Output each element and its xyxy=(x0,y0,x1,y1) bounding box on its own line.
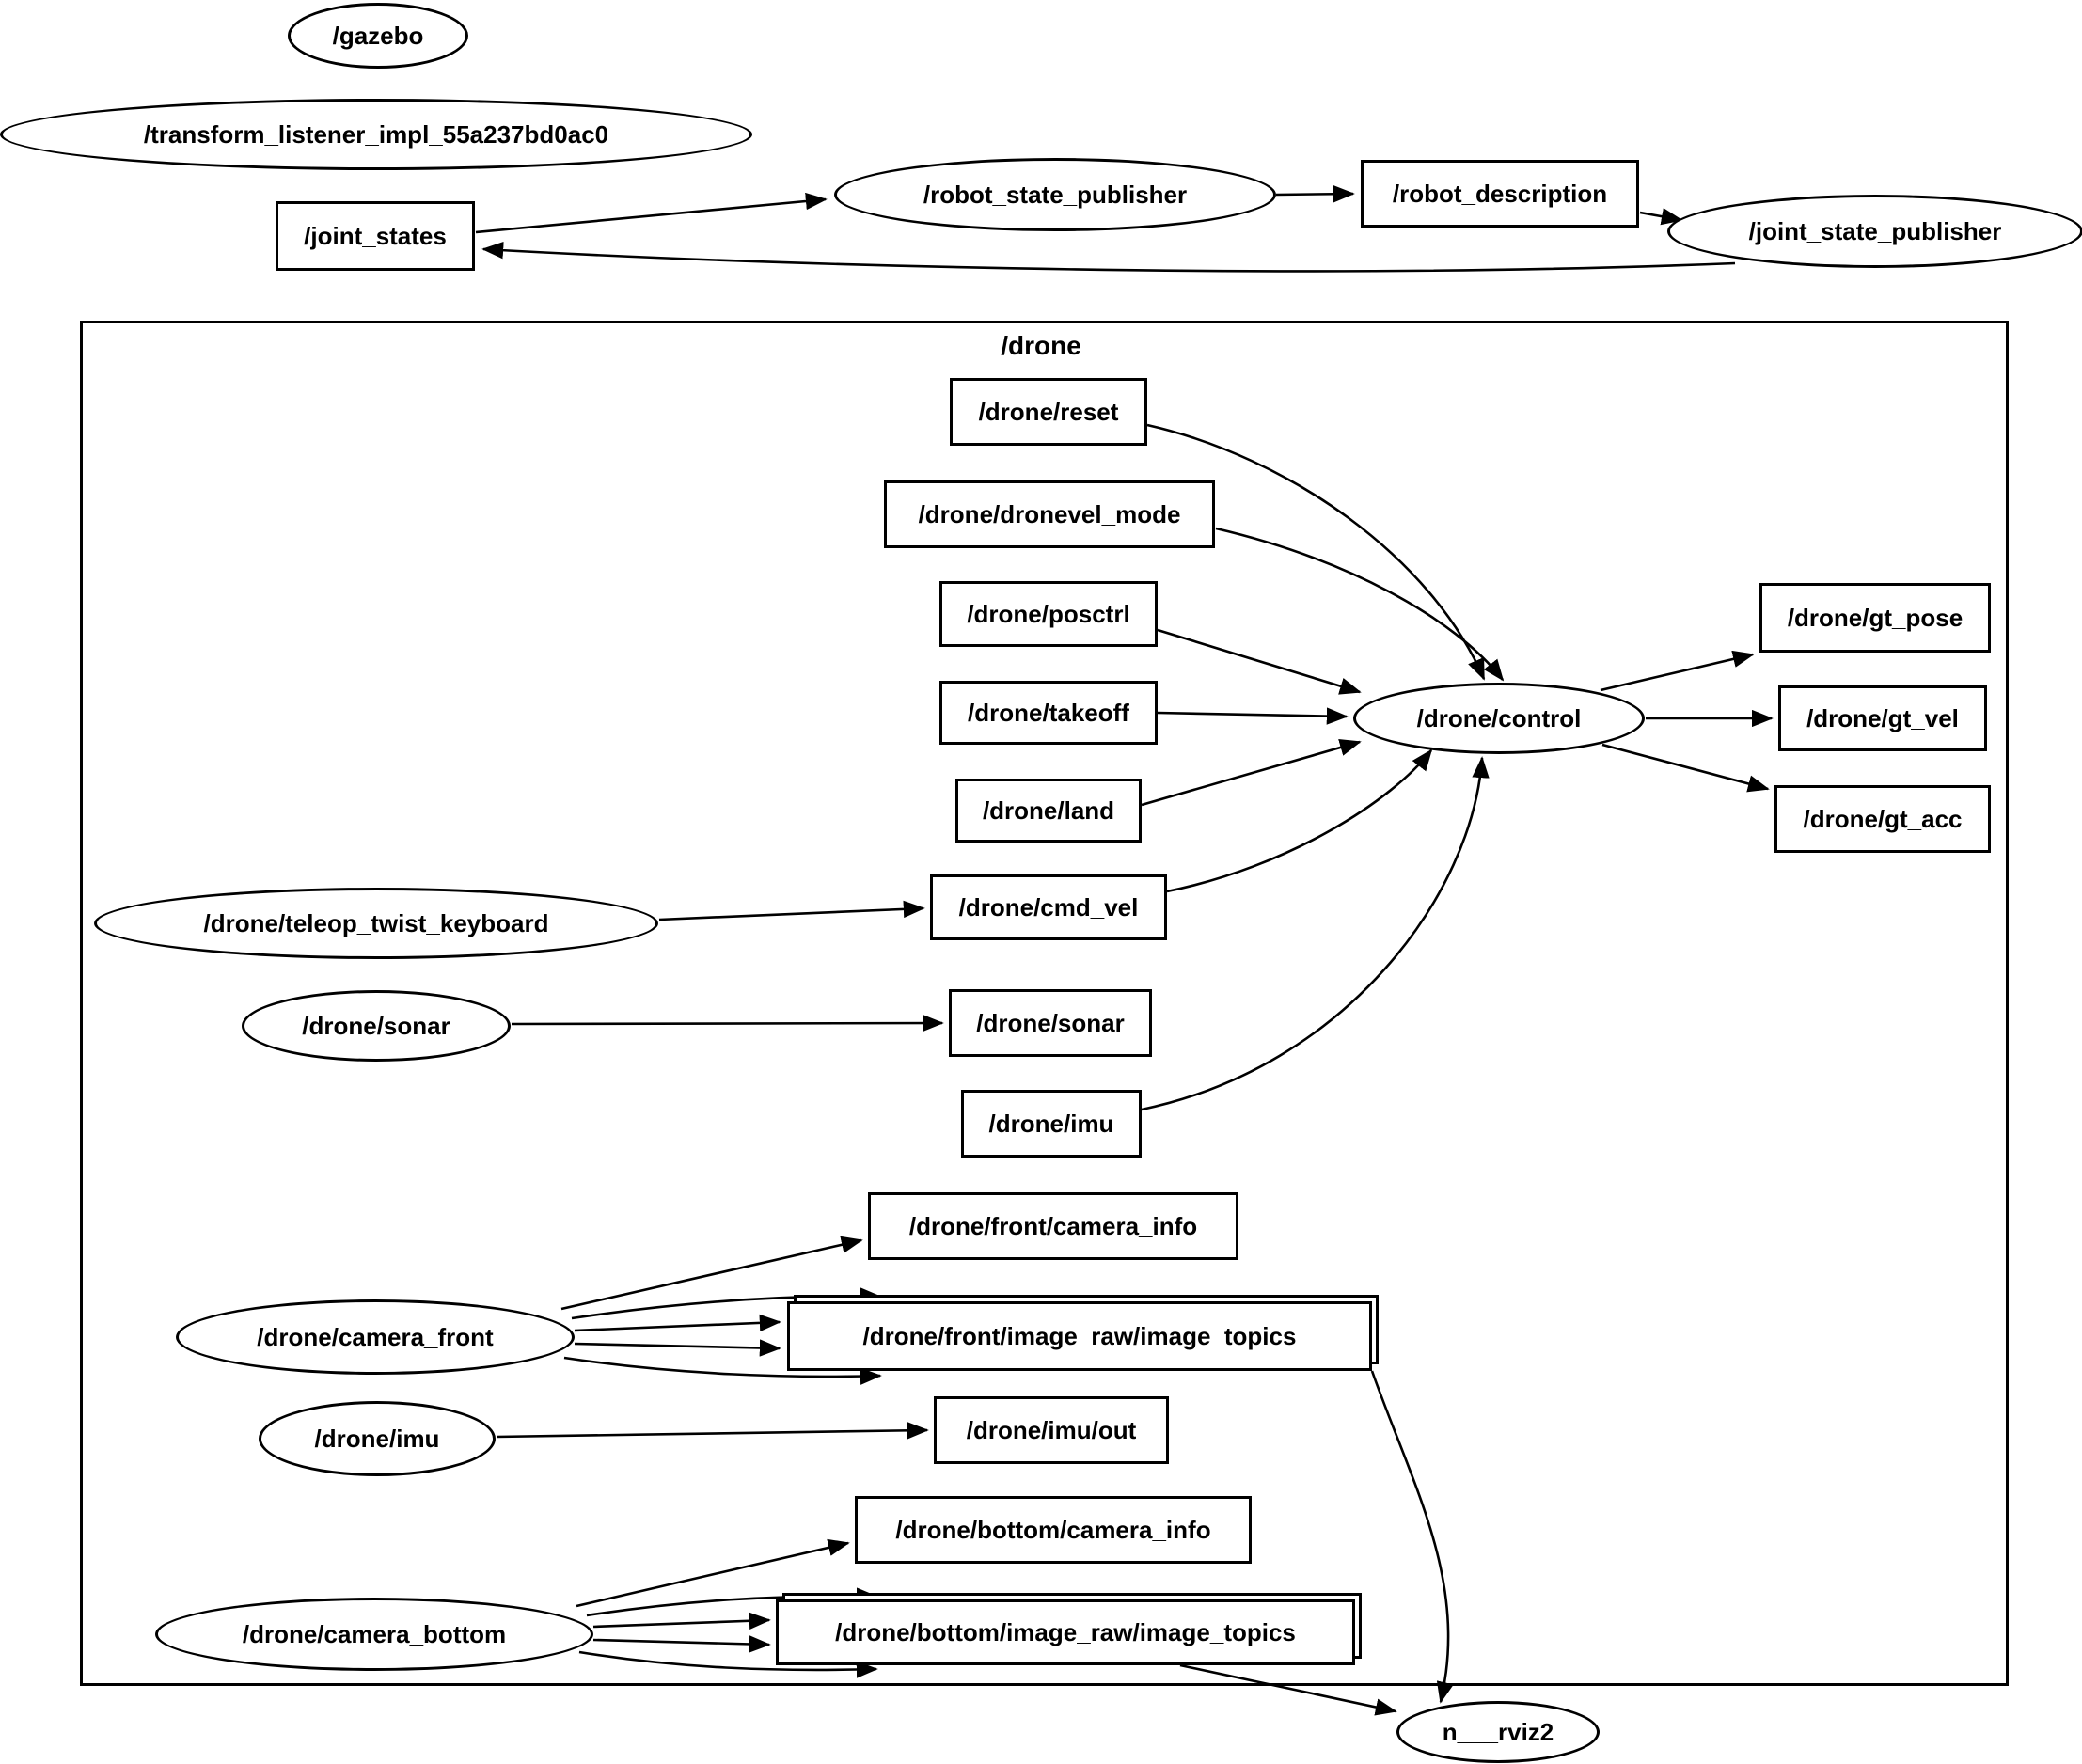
edge-takeoff-to-control xyxy=(1157,707,1349,725)
edge-bottom-image-topics-to-rviz2 xyxy=(1179,1663,1397,1716)
node-drone-imu-topic: /drone/imu xyxy=(961,1090,1142,1158)
node-drone-land-label: /drone/land xyxy=(982,795,1115,825)
node-drone-gt-vel: /drone/gt_vel xyxy=(1778,685,1987,751)
drone-namespace-cluster-box xyxy=(80,321,2009,1686)
node-drone-sonar-node: /drone/sonar xyxy=(242,990,511,1062)
edge-camera-bottom-to-bottom-camera-info xyxy=(576,1538,850,1608)
node-drone-gt-pose: /drone/gt_pose xyxy=(1759,583,1991,653)
edge-control-to-gt-acc xyxy=(1601,743,1770,793)
node-gazebo: /gazebo xyxy=(288,3,468,69)
node-joint-state-publisher: /joint_state_publisher xyxy=(1667,195,2082,268)
edge-camera-front-to-front-image-topics-left1 xyxy=(574,1314,781,1332)
edge-cmd-vel-to-control xyxy=(1166,748,1433,893)
node-rviz2: n___rviz2 xyxy=(1396,1701,1600,1763)
node-robot-state-publisher-label: /robot_state_publisher xyxy=(923,180,1188,209)
node-joint-states: /joint_states xyxy=(276,201,475,271)
node-drone-takeoff: /drone/takeoff xyxy=(939,681,1158,745)
node-drone-camera-front: /drone/camera_front xyxy=(176,1299,575,1375)
node-drone-reset: /drone/reset xyxy=(950,378,1147,446)
node-drone-reset-label: /drone/reset xyxy=(978,397,1119,426)
edge-joint-states-to-robot-state-publisher xyxy=(475,192,828,234)
edge-camera-bottom-to-bottom-image-topics-bottom xyxy=(578,1650,878,1678)
node-rviz2-label: n___rviz2 xyxy=(1442,1717,1554,1746)
node-drone-front-image-topics: /drone/front/image_raw/image_topics xyxy=(787,1301,1372,1371)
node-drone-bottom-camera-info-label: /drone/bottom/camera_info xyxy=(895,1515,1211,1544)
node-drone-dronevel-mode: /drone/dronevel_mode xyxy=(884,480,1215,548)
edge-camera-front-to-front-image-topics-left2 xyxy=(574,1339,781,1357)
node-drone-bottom-image-topics-label: /drone/bottom/image_raw/image_topics xyxy=(835,1617,1296,1646)
node-drone-teleop-twist-keyboard-label: /drone/teleop_twist_keyboard xyxy=(203,908,549,937)
node-robot-description: /robot_description xyxy=(1361,160,1639,228)
node-drone-bottom-camera-info: /drone/bottom/camera_info xyxy=(855,1496,1252,1564)
node-drone-imu-topic-label: /drone/imu xyxy=(988,1109,1114,1138)
edge-camera-front-to-front-camera-info xyxy=(560,1236,863,1311)
node-drone-front-image-topics-label: /drone/front/image_raw/image_topics xyxy=(862,1321,1297,1350)
edge-land-to-control xyxy=(1141,739,1362,807)
drone-namespace-cluster-label: /drone xyxy=(1001,331,1081,360)
edge-control-to-gt-pose xyxy=(1600,650,1755,692)
node-drone-bottom-image-topics: /drone/bottom/image_raw/image_topics xyxy=(776,1599,1355,1665)
edge-front-image-topics-to-rviz2 xyxy=(1370,1370,1454,1704)
node-drone-gt-pose-label: /drone/gt_pose xyxy=(1787,603,1964,632)
node-joint-state-publisher-label: /joint_state_publisher xyxy=(1748,216,2002,245)
node-drone-sonar-node-label: /drone/sonar xyxy=(302,1011,450,1040)
node-drone-gt-acc: /drone/gt_acc xyxy=(1774,785,1991,853)
node-drone-camera-bottom-label: /drone/camera_bottom xyxy=(242,1619,507,1648)
node-drone-camera-bottom: /drone/camera_bottom xyxy=(155,1598,593,1671)
node-drone-posctrl: /drone/posctrl xyxy=(939,581,1158,647)
node-drone-front-camera-info-label: /drone/front/camera_info xyxy=(908,1211,1198,1240)
node-robot-state-publisher: /robot_state_publisher xyxy=(834,158,1276,231)
node-drone-imu-out: /drone/imu/out xyxy=(934,1396,1169,1464)
node-drone-gt-vel-label: /drone/gt_vel xyxy=(1806,703,1959,732)
node-joint-states-label: /joint_states xyxy=(304,221,447,250)
node-drone-control: /drone/control xyxy=(1353,683,1645,754)
edge-joint-state-publisher-to-joint-states xyxy=(481,242,1736,273)
edge-robot-state-publisher-to-robot-description xyxy=(1275,185,1355,203)
node-drone-front-camera-info: /drone/front/camera_info xyxy=(868,1192,1238,1260)
node-drone-sonar-topic: /drone/sonar xyxy=(949,989,1152,1057)
node-drone-cmd-vel-label: /drone/cmd_vel xyxy=(958,892,1139,921)
node-drone-cmd-vel: /drone/cmd_vel xyxy=(930,874,1167,940)
node-drone-gt-acc-label: /drone/gt_acc xyxy=(1803,804,1963,833)
node-drone-imu-node: /drone/imu xyxy=(259,1401,496,1476)
node-drone-land: /drone/land xyxy=(955,779,1142,843)
edge-dronevel-mode-to-control xyxy=(1215,527,1505,682)
node-transform-listener-label: /transform_listener_impl_55a237bd0ac0 xyxy=(143,119,609,149)
edge-posctrl-to-control xyxy=(1157,628,1362,695)
node-drone-camera-front-label: /drone/camera_front xyxy=(257,1322,494,1351)
edge-robot-description-to-joint-state-publisher xyxy=(1639,208,1683,226)
node-drone-teleop-twist-keyboard: /drone/teleop_twist_keyboard xyxy=(94,888,658,959)
edge-camera-bottom-to-bottom-image-topics-left1 xyxy=(592,1612,771,1630)
node-transform-listener: /transform_listener_impl_55a237bd0ac0 xyxy=(0,99,752,170)
node-drone-sonar-topic-label: /drone/sonar xyxy=(976,1008,1125,1037)
edge-camera-front-to-front-image-topics-bottom xyxy=(563,1356,882,1385)
edge-teleop-to-cmd-vel xyxy=(658,900,925,921)
node-drone-imu-out-label: /drone/imu/out xyxy=(966,1415,1137,1444)
node-gazebo-label: /gazebo xyxy=(332,21,424,50)
node-drone-dronevel-mode-label: /drone/dronevel_mode xyxy=(918,499,1181,528)
edge-reset-to-control xyxy=(1146,423,1486,681)
edge-sonar-node-to-sonar-topic xyxy=(511,1014,944,1032)
edge-camera-bottom-to-bottom-image-topics-left2 xyxy=(592,1635,771,1653)
node-drone-imu-node-label: /drone/imu xyxy=(314,1424,440,1453)
node-robot-description-label: /robot_description xyxy=(1392,179,1608,208)
node-drone-control-label: /drone/control xyxy=(1416,703,1582,732)
node-drone-posctrl-label: /drone/posctrl xyxy=(967,599,1130,628)
edge-imu-node-to-imu-out xyxy=(496,1422,929,1440)
edge-imu-topic-to-control xyxy=(1141,756,1490,1111)
node-drone-takeoff-label: /drone/takeoff xyxy=(968,698,1129,727)
